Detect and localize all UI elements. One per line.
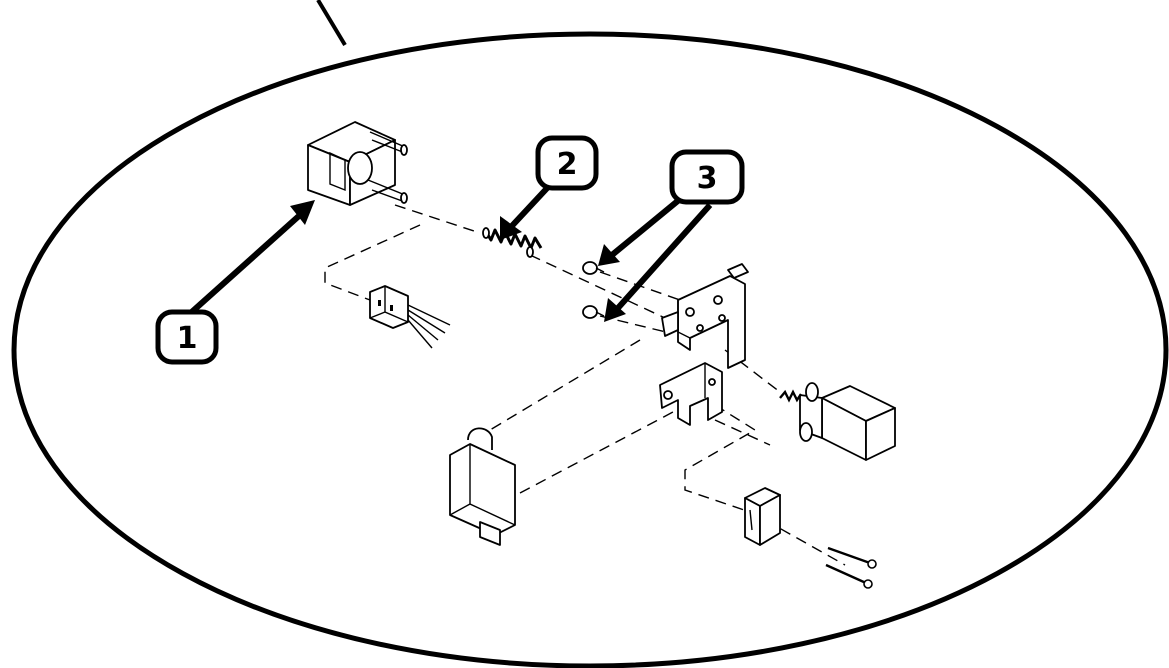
screws (582, 261, 605, 319)
callout-3-label: 3 (697, 161, 718, 196)
long-screws (825, 546, 877, 589)
callout-1: 1 (155, 309, 219, 365)
detail-leader-line (316, 0, 347, 47)
circuit-board (449, 427, 516, 546)
callout-arrows (182, 182, 713, 322)
callout-2: 2 (535, 135, 599, 191)
assembly-lines (324, 204, 846, 566)
detail-ellipse (11, 31, 1169, 668)
spring (482, 227, 543, 258)
switch-block (744, 487, 781, 546)
solenoid (779, 382, 896, 461)
lever-arm (659, 362, 723, 426)
callout-3: 3 (669, 149, 745, 205)
mounting-bracket (661, 263, 749, 369)
callout-2-label: 2 (557, 147, 578, 182)
connector-housing (307, 121, 408, 206)
wire-plug (369, 285, 451, 349)
callout-1-label: 1 (177, 321, 198, 356)
